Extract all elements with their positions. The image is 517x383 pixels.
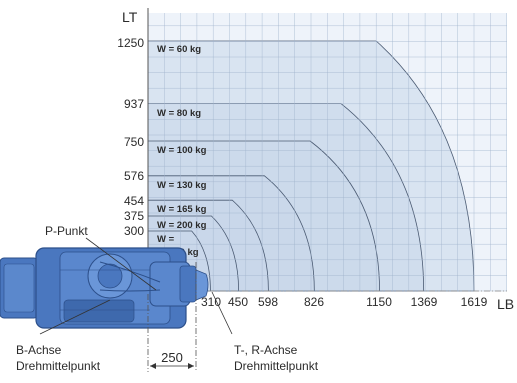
b-achse-sublabel: Drehmittelpunkt <box>16 359 101 373</box>
y-tick-375: 375 <box>124 209 144 223</box>
x-tick-450: 450 <box>228 295 248 309</box>
x-tick-1369: 1369 <box>411 295 438 309</box>
x-tick-826: 826 <box>304 295 324 309</box>
y-tick-576: 576 <box>124 169 144 183</box>
y-tick-937: 937 <box>124 97 144 111</box>
y-tick-300: 300 <box>124 224 144 238</box>
label-w60: W = 60 kg <box>157 44 201 55</box>
x-tick-1150: 1150 <box>366 295 392 309</box>
dimension-250-label: 250 <box>161 350 183 365</box>
y-tick-1250: 1250 <box>117 36 144 50</box>
x-tick-310: 310 <box>201 295 221 309</box>
y-tick-750: 750 <box>124 135 144 149</box>
label-w200: W = 200 kg <box>157 220 207 231</box>
label-w165: W = 165 kg <box>157 204 207 215</box>
y-axis-label: LT <box>122 9 138 25</box>
label-w250-line1: W = <box>157 234 175 245</box>
label-w100: W = 100 kg <box>157 145 207 156</box>
p-punkt-leader <box>85 237 157 291</box>
x-tick-598: 598 <box>258 295 278 309</box>
x-tick-1619: 1619 <box>461 295 488 309</box>
robot-wrist-illustration <box>0 247 209 329</box>
x-tick-labels: 310 450 598 826 1150 1369 1619 <box>201 295 488 309</box>
tr-achse-label: T-, R-Achse <box>234 343 298 357</box>
y-tick-labels: 1250 937 750 576 454 375 300 <box>117 36 144 238</box>
x-axis-label: LB <box>497 296 514 312</box>
tr-achse-sublabel: Drehmittelpunkt <box>234 359 319 373</box>
b-achse-leader <box>39 299 111 335</box>
grid-lines <box>147 13 507 292</box>
y-tick-454: 454 <box>124 194 144 208</box>
b-achse-label: B-Achse <box>16 343 62 357</box>
tr-achse-leader <box>211 291 233 335</box>
p-punkt-label: P-Punkt <box>45 224 88 238</box>
label-w80: W = 80 kg <box>157 108 201 119</box>
dimension-250: 250 <box>150 350 194 369</box>
label-w130: W = 130 kg <box>157 180 207 191</box>
